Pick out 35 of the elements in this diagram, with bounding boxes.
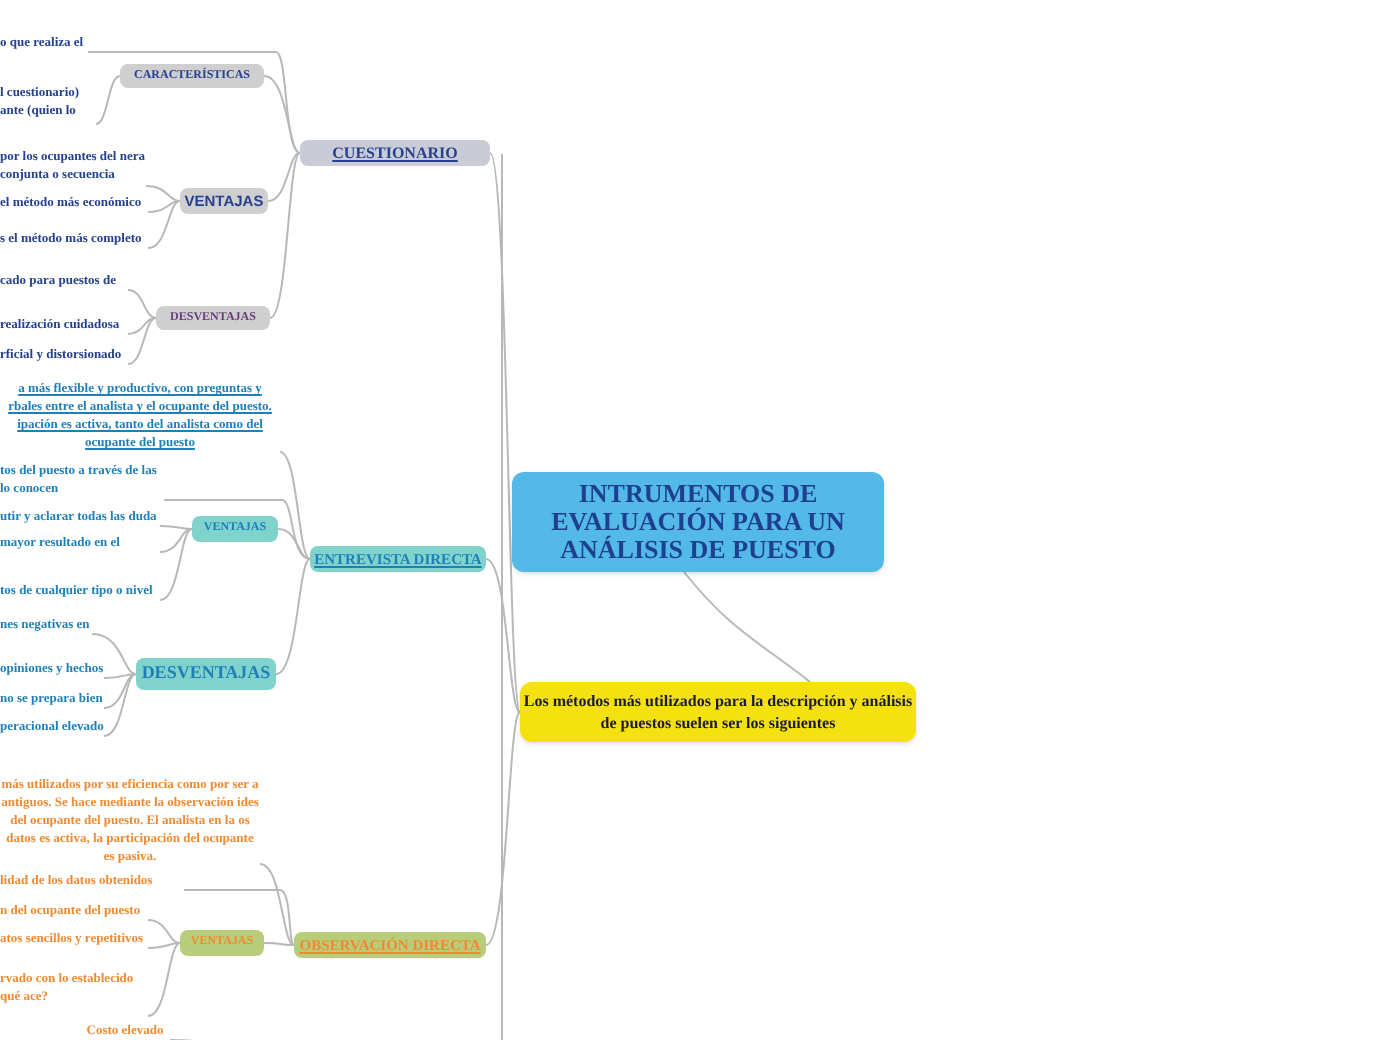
connector-line: [485, 558, 521, 713]
connector-line: [263, 75, 301, 154]
connector-line: [159, 528, 193, 553]
connector-line: [263, 942, 295, 946]
connector-line: [103, 673, 137, 679]
connector-line: [183, 889, 295, 946]
connector-line: [279, 451, 311, 560]
connector-line: [683, 571, 811, 683]
connector-line: [127, 289, 157, 319]
connector-line: [87, 51, 301, 154]
connector-line: [485, 711, 521, 946]
topic-box: CUESTIONARIO: [300, 140, 490, 166]
connector-line: [267, 152, 301, 202]
connector-line: [103, 673, 137, 737]
connector-line: [103, 673, 137, 709]
main-topic: Los métodos más utilizados para la descripción y análisis de puestos suelen ser los siguientes: [520, 682, 916, 742]
connector-line: [147, 200, 181, 249]
connector-line: [269, 152, 301, 319]
connector-line: [159, 525, 193, 530]
connector-line: [147, 200, 181, 213]
connector-line: [95, 75, 121, 125]
connector-line: [147, 942, 181, 1017]
subtopic-box: DESVENTAJAS: [136, 658, 276, 690]
connector-line: [127, 317, 157, 335]
connector-line: [489, 152, 521, 713]
connector-line: [277, 528, 311, 560]
connector-line: [145, 185, 181, 202]
connector-line: [259, 863, 295, 946]
connector-line: [91, 633, 137, 675]
central-topic: INTRUMENTOS DE EVALUACIÓN PARA UN ANÁLISIS DE PUESTO: [512, 472, 884, 572]
connector-line: [147, 942, 181, 949]
connector-line: [127, 317, 157, 365]
connector-line: [147, 919, 181, 944]
connector-line: [275, 558, 311, 675]
connector-line: [159, 528, 193, 601]
